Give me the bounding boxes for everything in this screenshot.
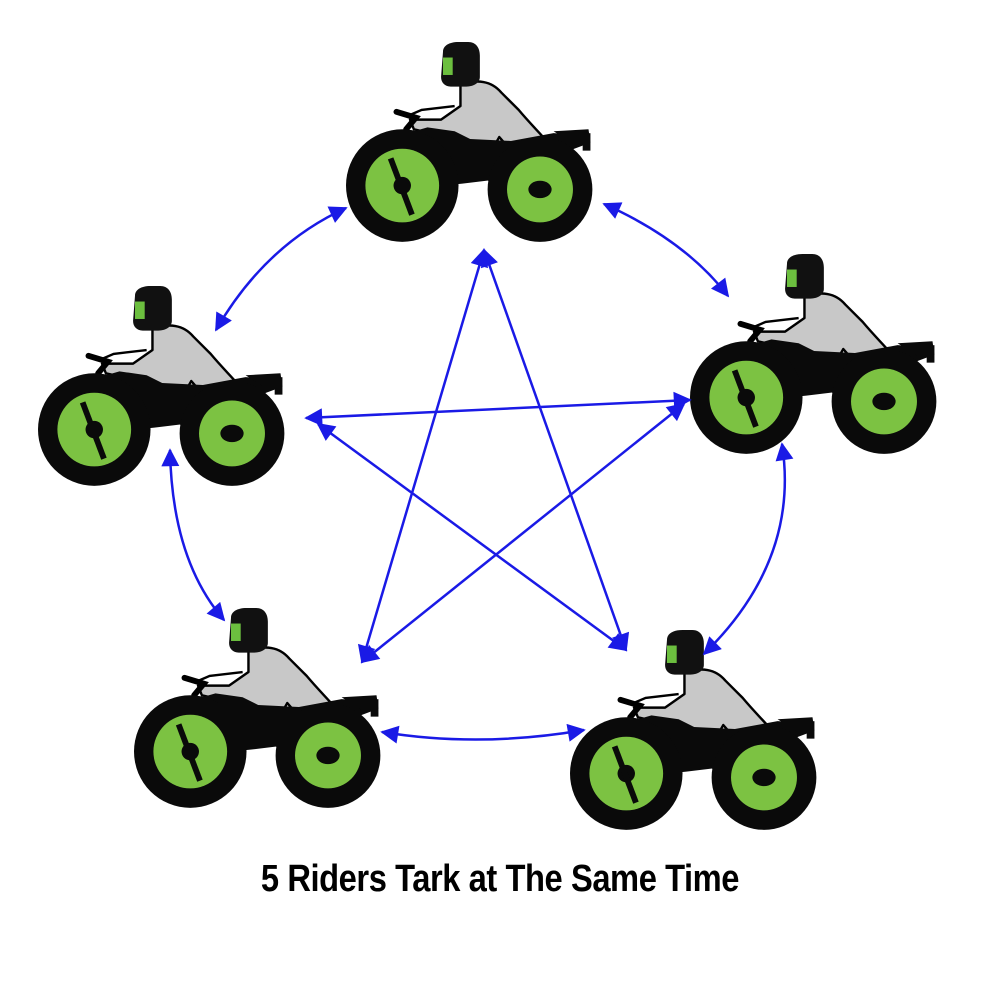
rider-left bbox=[38, 286, 284, 486]
link-top-bottom-left bbox=[357, 248, 489, 664]
rider-bottom-right bbox=[570, 630, 816, 830]
link-left-right bbox=[304, 391, 692, 427]
rider-top bbox=[346, 42, 592, 242]
link-bottom bbox=[380, 723, 586, 744]
link-left-bottom-right bbox=[316, 422, 628, 652]
link-left-bottom-left bbox=[161, 448, 226, 622]
link-right-bottom-left bbox=[360, 402, 686, 664]
rider-right bbox=[690, 254, 936, 454]
star-connections bbox=[304, 248, 692, 664]
link-right-bottom-right bbox=[702, 442, 794, 656]
diagram-caption: 5 Riders Tark at The Same Time bbox=[260, 858, 740, 900]
ring-connections bbox=[161, 202, 794, 744]
link-top-bottom-right bbox=[480, 248, 630, 652]
link-top-left bbox=[214, 206, 348, 332]
rider-bottom-left bbox=[134, 608, 380, 808]
link-top-right bbox=[602, 202, 730, 298]
